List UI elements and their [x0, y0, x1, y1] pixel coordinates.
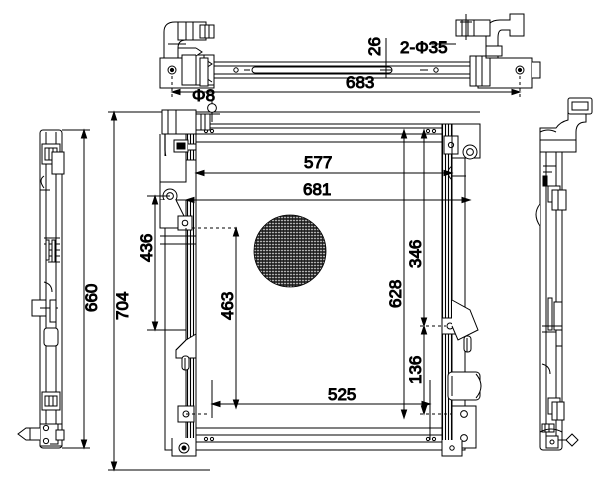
- dim-vert-136: 136: [406, 356, 425, 384]
- left-side-view: [17, 129, 65, 449]
- dim-vert-436: 436: [137, 234, 156, 262]
- dim-vert-346: 346: [406, 240, 425, 268]
- front-elevation-view: [159, 109, 482, 457]
- dim-436-group: [147, 194, 186, 332]
- right-side-view: [535, 97, 593, 451]
- dim-628-group: [400, 128, 408, 420]
- dim-width-681: 681: [303, 180, 331, 199]
- dim-pin-dia: Φ8: [192, 86, 215, 105]
- dim-577-group: [194, 128, 454, 200]
- dim-width-577: 577: [304, 153, 332, 172]
- dim-346-group: [420, 128, 446, 328]
- top-tank-assembly-view: [159, 13, 541, 98]
- dim-top-offset: 26: [365, 37, 384, 56]
- dim-vert-463: 463: [218, 292, 237, 320]
- dim-vert-628: 628: [386, 280, 405, 308]
- dim-width-525: 525: [328, 385, 356, 404]
- dim-left-secondary: 704: [113, 292, 132, 320]
- dim-left-overall: 660: [82, 284, 101, 312]
- phi8-leader: [206, 100, 220, 122]
- dim-top-length: 683: [346, 73, 374, 92]
- dim-463-group: [192, 226, 240, 410]
- dim-660-group: [62, 128, 90, 450]
- dim-136-group: [420, 324, 452, 416]
- dim-681-group: [184, 196, 472, 244]
- dim-525-group: [186, 380, 432, 440]
- dim-top-holes: 2-Φ35: [400, 38, 448, 57]
